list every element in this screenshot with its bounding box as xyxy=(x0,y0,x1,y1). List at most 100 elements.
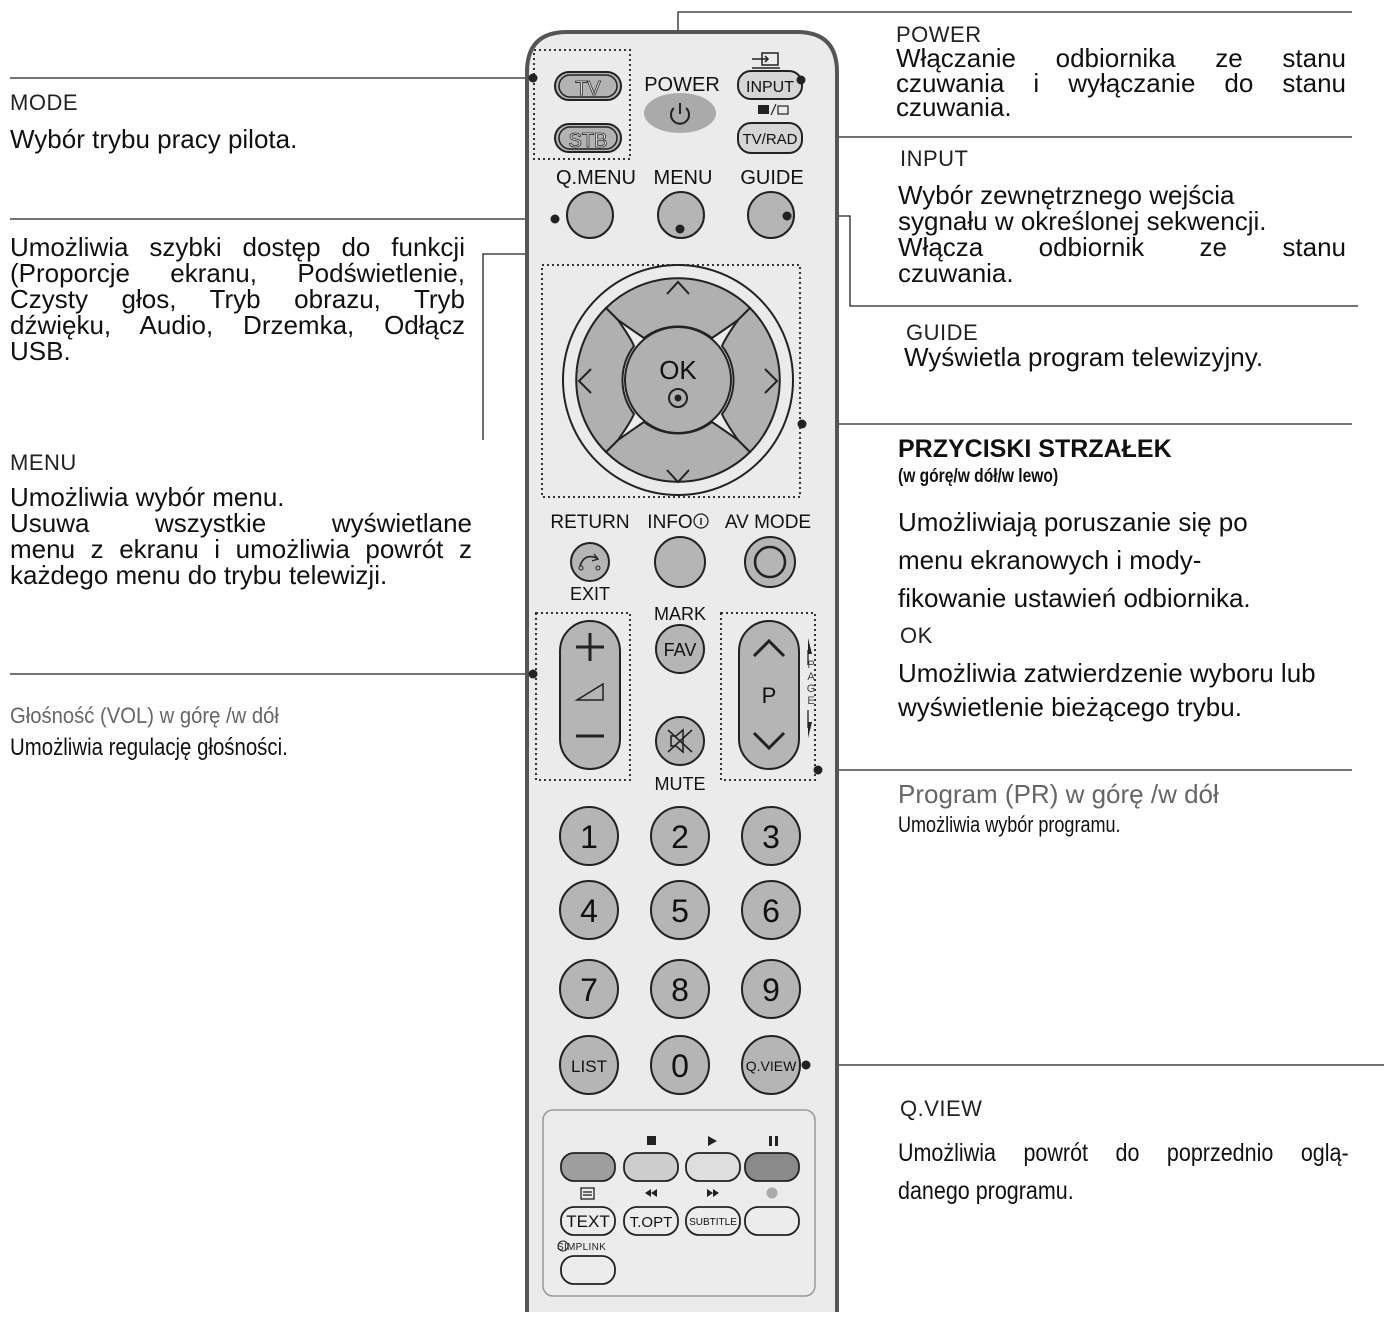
plus-icon xyxy=(576,633,604,661)
digit-button-3[interactable]: 3 xyxy=(741,806,801,866)
power-description: Włączanie odbiornika ze stanu czuwania i… xyxy=(896,43,1346,123)
mark-label: MARK xyxy=(654,604,706,624)
qview-description: Umożliwia powrót do poprzednio oglą- dan… xyxy=(898,1139,1349,1205)
arrow-down-button[interactable] xyxy=(604,420,752,483)
chevron-up-icon xyxy=(666,280,690,295)
svg-text:2: 2 xyxy=(671,819,689,855)
fast-forward-icon xyxy=(707,1189,719,1197)
qmenu-description: Umożliwia szybki dostęp do funkcji (Prop… xyxy=(10,232,465,366)
chevron-down-icon xyxy=(752,731,786,751)
input-button[interactable]: INPUT xyxy=(737,70,803,100)
power-button[interactable] xyxy=(644,93,716,133)
connector-dots xyxy=(528,73,823,1070)
list-button[interactable]: LIST xyxy=(559,1035,619,1095)
stb-button[interactable]: STB xyxy=(554,123,622,153)
chevron-up-icon xyxy=(752,638,786,658)
subtitle-button[interactable]: SUBTITLE xyxy=(685,1206,741,1236)
digit-button-7[interactable]: 7 xyxy=(559,959,619,1019)
teletext-icon xyxy=(580,1187,595,1200)
color-button-blue[interactable] xyxy=(744,1152,800,1182)
digit-button-4[interactable]: 4 xyxy=(559,880,619,940)
return-button[interactable] xyxy=(570,542,610,582)
digit-button-0[interactable]: 0 xyxy=(650,1035,710,1095)
return-label: RETURN xyxy=(550,512,629,533)
subtitle-button-label: SUBTITLE xyxy=(689,1217,737,1228)
text-button-label: TEXT xyxy=(566,1212,609,1231)
record-icon xyxy=(766,1187,778,1199)
menu-label: MENU xyxy=(654,167,713,189)
volume-icon xyxy=(574,682,604,701)
nav-pad: OK xyxy=(562,264,794,496)
guide-heading: GUIDE xyxy=(906,320,979,345)
ok-button[interactable] xyxy=(624,326,732,434)
svg-text:9: 9 xyxy=(762,972,780,1008)
arrows-subheading: (w górę/w dół/w lewo) xyxy=(898,466,1059,487)
digit-button-6[interactable]: 6 xyxy=(741,880,801,940)
simplink-label: SIMPLINK xyxy=(557,1242,606,1253)
menu-description: Umożliwia wybór menu. Usuwa wszystkie wy… xyxy=(10,482,472,590)
mode-description: Wybór trybu pracy pilota. xyxy=(10,124,298,154)
digit-button-2[interactable]: 2 xyxy=(650,806,710,866)
digit-button-8[interactable]: 8 xyxy=(650,959,710,1019)
digit-button-9[interactable]: 9 xyxy=(741,959,801,1019)
mute-button[interactable] xyxy=(655,716,705,766)
simplink-logo: SIMPLINK xyxy=(557,1240,606,1253)
program-p-label: P xyxy=(762,683,777,708)
exit-label: EXIT xyxy=(570,584,610,604)
power-label: POWER xyxy=(644,74,720,96)
tv-rad-button[interactable]: TV/RAD xyxy=(737,122,803,154)
stop-icon xyxy=(647,1136,656,1145)
topt-button[interactable]: T.OPT xyxy=(623,1206,679,1236)
play-icon xyxy=(708,1136,717,1146)
tv-button-label: TV xyxy=(575,78,601,100)
arrow-up-button[interactable] xyxy=(604,277,752,340)
color-button-red[interactable] xyxy=(560,1152,616,1182)
color-button-green[interactable] xyxy=(623,1152,679,1182)
input-heading: INPUT xyxy=(900,146,969,171)
simplink-button[interactable] xyxy=(560,1255,616,1285)
qview-heading: Q.VIEW xyxy=(900,1096,983,1121)
volume-rocker[interactable] xyxy=(559,620,621,770)
qmenu-label: Q.MENU xyxy=(556,167,636,189)
qview-button[interactable]: Q.VIEW xyxy=(741,1035,801,1095)
info-icon xyxy=(693,513,709,529)
arrow-right-button[interactable] xyxy=(720,306,781,454)
mute-icon xyxy=(667,728,693,754)
av-mode-button[interactable] xyxy=(744,536,796,588)
svg-text:8: 8 xyxy=(671,972,689,1008)
svg-text:4: 4 xyxy=(580,893,598,929)
arrow-left-button[interactable] xyxy=(575,306,636,454)
fav-button[interactable]: FAV xyxy=(655,624,705,674)
mode-heading: MODE xyxy=(10,90,78,115)
qmenu-button[interactable] xyxy=(566,191,614,239)
pause-icon xyxy=(769,1136,778,1146)
ok-button-label: OK xyxy=(659,355,697,385)
guide-label: GUIDE xyxy=(740,167,803,189)
svg-text:5: 5 xyxy=(671,893,689,929)
guide-button[interactable] xyxy=(747,191,795,239)
input-description: Wybór zewnętrznego wejścia sygnału w okr… xyxy=(898,180,1346,288)
transport-icons xyxy=(647,1136,778,1146)
digit-button-5[interactable]: 5 xyxy=(650,880,710,940)
volume-heading: Głośność (VOL) w górę /w dół xyxy=(10,703,279,728)
menu-heading: MENU xyxy=(10,450,77,475)
program-group xyxy=(720,612,816,781)
stb-button-label: STB xyxy=(569,130,608,152)
text-button[interactable]: TEXT xyxy=(560,1206,616,1236)
power-heading: POWER xyxy=(896,22,982,47)
menu-button[interactable] xyxy=(657,191,705,239)
arrows-heading: PRZYCISKI STRZAŁEK xyxy=(898,435,1172,463)
info-button[interactable] xyxy=(654,536,706,588)
program-rocker[interactable]: P xyxy=(738,620,800,770)
power-icon xyxy=(670,103,690,125)
dotted-groups xyxy=(533,49,816,781)
record-button[interactable] xyxy=(744,1206,800,1236)
svg-text:3: 3 xyxy=(762,819,780,855)
tv-button[interactable]: TV xyxy=(554,71,622,101)
number-pad: 1 2 3 4 5 6 7 8 9 LIST 0 Q.VIEW xyxy=(559,806,801,1095)
program-heading: Program (PR) w górę /w dół xyxy=(898,779,1219,809)
digit-button-1[interactable]: 1 xyxy=(559,806,619,866)
color-button-yellow[interactable] xyxy=(685,1152,741,1182)
ok-dot-icon xyxy=(668,388,688,408)
